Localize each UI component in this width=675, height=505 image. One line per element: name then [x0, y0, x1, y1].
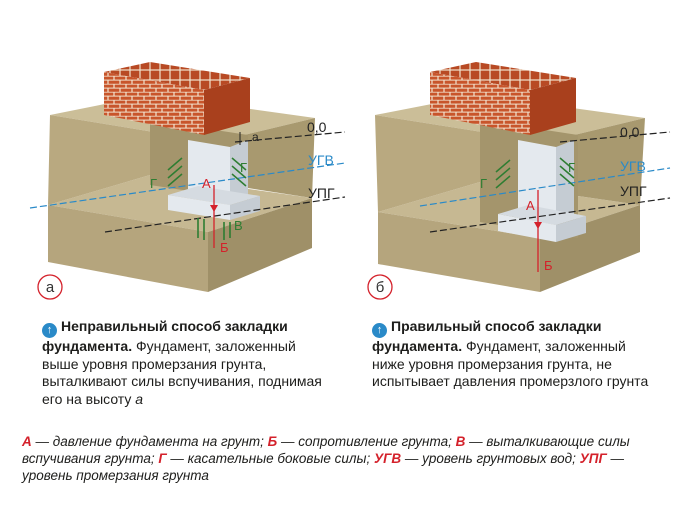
legend-key-upg: УПГ — [579, 451, 607, 466]
legend-key-g: Г — [158, 451, 167, 466]
soil-a-side — [208, 198, 312, 292]
caption-a-title: Неправильный способ закладки фундамента. — [42, 318, 288, 354]
foundation-b-footing-front — [498, 214, 556, 242]
info-icon: ↑ — [372, 323, 387, 338]
foundation-b-footing-top — [498, 205, 586, 225]
brick-b-side — [530, 78, 576, 135]
label-b-g-left: Г — [480, 176, 487, 191]
arrow-b-a — [534, 222, 542, 229]
foundation-b-footing-side — [556, 216, 586, 242]
brick-a-side — [204, 78, 250, 135]
force-a-v — [197, 218, 231, 240]
diagram-a: а 0,0 УГВ УПГ Г Г В А Б а — [29, 62, 346, 300]
line-a-zero — [234, 131, 346, 143]
legend-key-v: В — [455, 434, 466, 449]
line-b-zero — [559, 131, 671, 143]
force-a-g-right — [231, 157, 247, 187]
force-b-g-right — [559, 157, 575, 187]
soil-b-front — [378, 212, 540, 292]
info-icon: ↑ — [42, 323, 57, 338]
legend-key-ugv: УГВ — [373, 451, 402, 466]
label-b-zero: 0,0 — [620, 124, 640, 140]
badge-a — [37, 274, 63, 300]
legend-text-ugv: — уровень грунтовых вод; — [401, 451, 580, 466]
label-a-ugv: УГВ — [308, 152, 334, 168]
legend-key-a: А — [22, 434, 32, 449]
caption-b-text: Фундамент, заложенный ниже уровня промер… — [372, 338, 649, 389]
label-a-v: В — [234, 218, 243, 233]
legend-text-a: — давление фундамента на грунт; — [31, 434, 268, 449]
foundation-a-footing-side — [230, 196, 260, 220]
label-b-g-right: Г — [568, 160, 575, 175]
label-a-g-left: Г — [150, 176, 157, 191]
badge-a-label: а — [46, 279, 55, 296]
label-a-height: а — [252, 130, 259, 144]
legend-text-v: — выталкивающие силы вспучивания грунта; — [22, 434, 630, 466]
label-a-zero: 0,0 — [307, 119, 327, 135]
label-b-b: Б — [544, 258, 553, 273]
label-b-ugv: УГВ — [620, 158, 646, 174]
caption-a: ↑Неправильный способ закладки фундамента… — [42, 318, 332, 408]
legend-text-g: — касательные боковые силы; — [166, 451, 374, 466]
label-b-a: А — [526, 198, 535, 213]
legend-key-b: Б — [267, 434, 278, 449]
brick-b-front — [430, 72, 530, 135]
brick-a-top — [104, 62, 250, 90]
legend-text-b: — сопротивление грунта; — [277, 434, 456, 449]
label-a-upg: УПГ — [308, 185, 335, 201]
arrow-a-a — [210, 205, 218, 212]
badge-b-label: б — [376, 279, 385, 296]
line-a-upg — [104, 196, 346, 233]
diagram-b: 0,0 УГВ УПГ Г Г А Б б — [367, 62, 671, 300]
label-b-upg: УПГ — [620, 183, 647, 199]
soil-a-front — [48, 205, 208, 292]
line-b-upg — [429, 197, 671, 233]
label-a-b: Б — [220, 240, 229, 255]
brick-b-top — [430, 62, 576, 90]
force-a-g-left — [167, 157, 183, 187]
badge-b — [367, 274, 393, 300]
line-a-ugv — [29, 162, 346, 209]
foundation-b-column-front — [518, 140, 556, 225]
force-b-g-left — [495, 159, 511, 189]
line-b-ugv — [419, 167, 671, 207]
brick-a-front — [104, 72, 204, 135]
label-a-g-right: Г — [240, 160, 247, 175]
caption-b: ↑Правильный способ закладки фундамента. … — [372, 318, 662, 391]
legend-text-upg: — уровень промерзания грунта — [22, 451, 625, 483]
label-a-a: А — [202, 176, 211, 191]
caption-a-var: а — [135, 390, 144, 407]
soil-b-side — [540, 205, 640, 292]
legend: А — давление фундамента на грунт; Б — со… — [22, 433, 662, 484]
caption-a-text: Фундамент, заложенный выше уровня промер… — [42, 338, 322, 407]
caption-b-title: Правильный способ закладки фундамента. — [372, 318, 602, 354]
foundation-b-column-side — [556, 140, 574, 225]
